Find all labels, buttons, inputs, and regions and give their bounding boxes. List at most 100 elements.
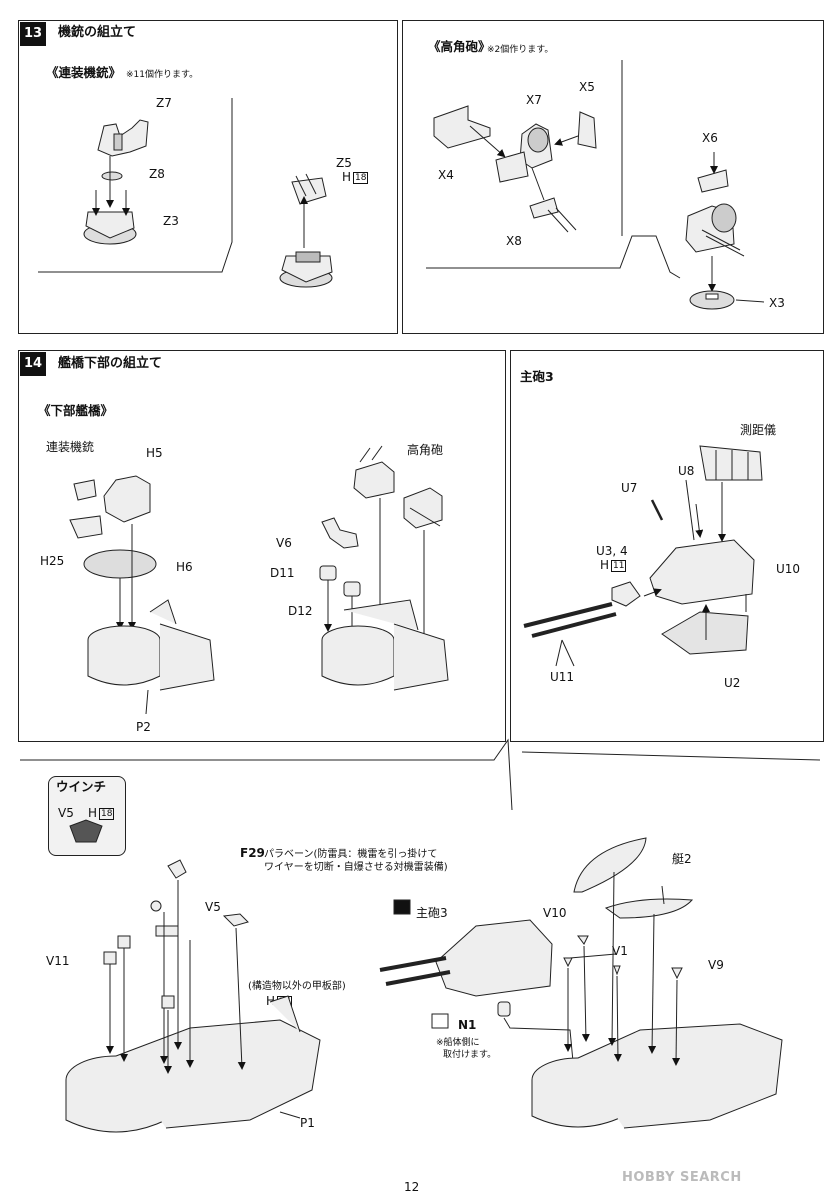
- part-x3: [689, 290, 735, 310]
- label-p1: P1: [300, 1116, 315, 1130]
- label-main-gun3-ref: 主砲3: [416, 906, 448, 920]
- bridge-ha-gun-top: [353, 445, 395, 499]
- part-f29: [167, 859, 249, 927]
- main-gun3-turret-bottom: [379, 919, 553, 997]
- label-d12: D12: [288, 604, 313, 618]
- part-v6: [321, 517, 359, 549]
- n1-note-line1: ※船体側に: [436, 1038, 480, 1048]
- part-h5: [103, 475, 151, 523]
- part-boat2-lower: [604, 898, 694, 919]
- label-x8: X8: [506, 234, 522, 248]
- n1-note-line2: 取付けます。: [443, 1050, 497, 1060]
- winch-label-v5: V5: [58, 806, 74, 820]
- part-u34: [611, 581, 641, 607]
- label-x5: X5: [579, 80, 595, 94]
- label-u11: U11: [550, 670, 575, 684]
- ha-gun-note: ※2個作ります。: [487, 45, 554, 55]
- winch-title: ウインチ: [56, 779, 107, 794]
- label-d11: D11: [270, 566, 295, 580]
- label-v10: V10: [543, 906, 567, 920]
- label-ha-gun: 高角砲: [407, 443, 444, 457]
- step13-frame-left: [18, 20, 398, 334]
- part-u11: [523, 602, 617, 638]
- f29-desc-line2: ワイヤーを切断・自爆させる対機雷装備): [264, 862, 448, 873]
- lower-bridge-subtitle: 《下部艦橋》: [38, 403, 114, 418]
- twin-mg-subtitle: 《連装機銃》: [46, 65, 122, 80]
- label-z5: Z5: [336, 156, 352, 170]
- part-n1: [431, 1001, 511, 1029]
- part-h6: [83, 549, 157, 579]
- hull-p1: [65, 995, 321, 1133]
- label-z7: Z7: [156, 96, 172, 110]
- label-u8: U8: [678, 464, 695, 478]
- step14-frame-right: [510, 350, 824, 742]
- part-z8: [101, 171, 123, 181]
- label-v5: V5: [205, 900, 221, 914]
- watermark: HOBBY SEARCH: [622, 1170, 742, 1185]
- turret-main-gun3: [649, 539, 755, 605]
- part-v11: [103, 935, 175, 1009]
- label-u34: U3, 4: [596, 544, 628, 558]
- winch-part-icon: [69, 819, 103, 843]
- ha-gun-mid: [495, 151, 529, 183]
- part-h25: [69, 515, 103, 539]
- step14-frame-left: [18, 350, 506, 742]
- part-z5-assembly: [291, 173, 327, 205]
- step14-title: 艦橋下部の組立て: [58, 356, 163, 371]
- bridge-ha-gun-side: [403, 487, 443, 529]
- label-u2: U2: [724, 676, 741, 690]
- part-x5: [577, 111, 597, 149]
- hull-assembled: [531, 1023, 783, 1129]
- label-rangefinder: 測距儀: [740, 423, 777, 437]
- part-v1: [613, 965, 621, 976]
- label-v11: V11: [46, 954, 70, 968]
- part-boat2-upper: [573, 837, 647, 893]
- label-z3: Z3: [163, 214, 179, 228]
- f29-desc-line1: パラベーン(防雷具：機雷を引っ掛けて: [264, 849, 438, 860]
- label-x4: X4: [438, 168, 454, 182]
- part-x4: [433, 105, 491, 149]
- label-twin-mg: 連装機銃: [46, 440, 95, 454]
- part-rangefinder: [699, 445, 763, 481]
- label-p2: P2: [136, 720, 151, 734]
- twin-mg-assembled: [279, 251, 333, 288]
- step13-badge: 13: [20, 22, 46, 46]
- step13-divider-right: [426, 235, 681, 279]
- label-x3: X3: [769, 296, 785, 310]
- main-gun3-ref-icon: [393, 899, 411, 915]
- part-v9: [671, 967, 683, 980]
- part-u2: [661, 611, 749, 655]
- part-d11: [319, 565, 337, 581]
- page-number: 12: [404, 1180, 420, 1194]
- label-n1: N1: [458, 1018, 477, 1032]
- part-x7: [519, 123, 553, 169]
- main-gun3-title: 主砲3: [520, 369, 554, 384]
- part-v5-bottom: [150, 900, 179, 937]
- label-x6: X6: [702, 131, 718, 145]
- label-u7: U7: [621, 481, 638, 495]
- part-z3: [83, 211, 137, 245]
- step14-badge: 14: [20, 352, 46, 376]
- deck-note: (構造物以外の甲板部): [248, 981, 346, 992]
- winch-callout-box: [48, 776, 126, 856]
- label-h25: H25: [40, 554, 65, 568]
- step13-title: 機銃の組立て: [58, 25, 137, 40]
- label-z8: Z8: [149, 167, 165, 181]
- label-v6: V6: [276, 536, 292, 550]
- lower-bridge-twin-mg: [73, 479, 97, 501]
- bridge-assembled: [321, 599, 449, 691]
- label-h6: H6: [176, 560, 193, 574]
- twin-mg-note: ※11個作ります。: [126, 70, 199, 80]
- label-u10: U10: [776, 562, 801, 576]
- part-x8: [529, 197, 577, 233]
- step13-frame-right: [402, 20, 824, 334]
- bottom-divider: [20, 738, 821, 811]
- ha-gun-assembled: [685, 203, 745, 257]
- label-boat2: 艇2: [672, 852, 692, 866]
- step13-divider-left: [38, 98, 233, 273]
- part-z7: [97, 119, 149, 157]
